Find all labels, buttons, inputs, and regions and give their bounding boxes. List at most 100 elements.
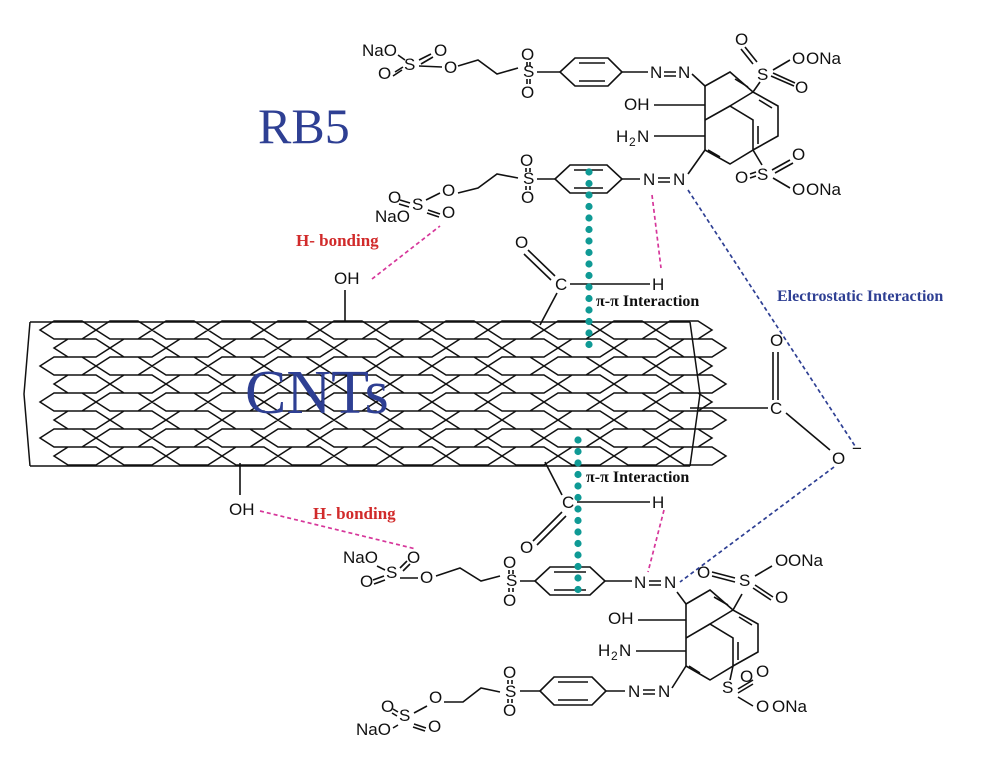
cnt-functional-groups: OH O C H O C O − OH C H O (229, 233, 862, 557)
atom-n: N (664, 573, 676, 592)
pi-pi-dot (574, 516, 582, 525)
pi-pi-dots (574, 168, 593, 594)
atom-n: N (628, 682, 640, 701)
pi-pi-dot (574, 562, 582, 571)
rb5-dye-molecule-top: NaO S O O O S O O N N OH H 2 N O S O ONa… (362, 30, 842, 226)
atom-o: O (521, 83, 534, 102)
atom-o: O (520, 538, 533, 557)
atom-o: O (442, 203, 455, 222)
h-bonding-label-bottom: H- bonding (313, 504, 396, 523)
pi-pi-dot (585, 191, 593, 199)
atom-nao: NaO (375, 207, 410, 226)
atom-o: O (792, 145, 805, 164)
atom-s: S (386, 563, 397, 582)
atom-o: O (360, 572, 373, 591)
atom-o: O (792, 49, 805, 68)
atom-n: N (673, 170, 685, 189)
tube-lattice-path (38, 320, 728, 466)
electrostatic-line-top (687, 189, 856, 447)
pi-pi-dot (574, 447, 582, 456)
atom-na: ONa (772, 697, 808, 716)
pi-pi-label-top: π-π Interaction (596, 293, 699, 310)
tube-outline (23, 321, 701, 467)
atom-o: O (388, 188, 401, 207)
pi-pi-dot (585, 237, 593, 245)
atom-s: S (404, 55, 415, 74)
pi-pi-dot (574, 459, 582, 467)
h-bonding-label-top: H- bonding (296, 231, 379, 250)
pi-pi-dot (574, 551, 582, 559)
atom-n: N (658, 682, 670, 701)
atom-nao: NaO (343, 548, 378, 567)
atom-o-minus: O (832, 449, 845, 468)
atom-oh: OH (334, 269, 360, 288)
atom-s: S (523, 62, 534, 81)
atom-o: O (775, 588, 788, 607)
atom-o: O (428, 717, 441, 736)
pi-pi-dot (585, 214, 593, 222)
pi-pi-dot (574, 585, 582, 594)
atom-o: O (420, 568, 433, 587)
atom-o: O (503, 701, 516, 720)
pi-pi-label-bottom: π-π Interaction (586, 469, 689, 486)
atom-o: O (515, 233, 528, 252)
atom-nao: NaO (362, 41, 397, 60)
atom-o: O (770, 331, 783, 350)
pi-pi-dot (574, 493, 582, 502)
atom-n: N (678, 63, 690, 82)
atom-o: O (520, 151, 533, 170)
atom-na: ONa (806, 180, 842, 199)
cnts-label: CNTs (245, 359, 389, 427)
atom-nao: NaO (356, 720, 391, 739)
atom-n: N (643, 170, 655, 189)
atom-o: O (444, 58, 457, 77)
atom-n: N (634, 573, 646, 592)
atom-s: S (757, 165, 768, 184)
atom-s: S (412, 195, 423, 214)
pi-pi-dot (585, 248, 593, 257)
atom-c: C (555, 275, 567, 294)
atom-o: O (735, 30, 748, 49)
h-bond-line-top (371, 225, 441, 280)
atom-o: O (381, 697, 394, 716)
pi-pi-dot (585, 283, 593, 291)
atom-o: O (429, 688, 442, 707)
pi-pi-dot (585, 340, 593, 349)
rb5-dye-molecule-bottom: NaO S O O O S O O N N OH H 2 N O S O ONa… (343, 548, 824, 739)
atom-o: O (407, 548, 420, 567)
atom-n: N (650, 63, 662, 82)
atom-o: O (521, 45, 534, 64)
pi-pi-dot (585, 317, 593, 326)
pi-pi-dot (585, 225, 593, 234)
atom-o: O (521, 188, 534, 207)
pi-pi-dot (585, 294, 593, 303)
atom-oh: OH (608, 609, 634, 628)
atom-o: O (697, 563, 710, 582)
atom-o: O (503, 553, 516, 572)
atom-oh: OH (229, 500, 255, 519)
atom-s: S (757, 65, 768, 84)
pi-pi-dot (585, 306, 593, 314)
atom-o: O (792, 180, 805, 199)
pi-pi-dot (574, 436, 582, 444)
pi-pi-dot (574, 528, 582, 536)
atom-o: O (756, 662, 769, 681)
atom-c: C (562, 493, 574, 512)
atom-o: O (434, 41, 447, 60)
h-bond-line-bottom-right (647, 509, 665, 573)
atom-s: S (722, 678, 733, 697)
atom-h: H (652, 275, 664, 294)
atom-na: ONa (788, 551, 824, 570)
atom-minus: − (852, 439, 862, 458)
rb5-label: RB5 (258, 98, 350, 154)
electrostatic-label: Electrostatic Interaction (777, 288, 943, 305)
atom-o: O (503, 663, 516, 682)
atom-s: S (523, 169, 534, 188)
pi-pi-dot (585, 202, 593, 211)
carbon-nanotube: CNTs (23, 320, 728, 467)
h-bond-line-bottom (259, 510, 417, 550)
atom-o: O (775, 551, 788, 570)
atom-o: O (756, 697, 769, 716)
